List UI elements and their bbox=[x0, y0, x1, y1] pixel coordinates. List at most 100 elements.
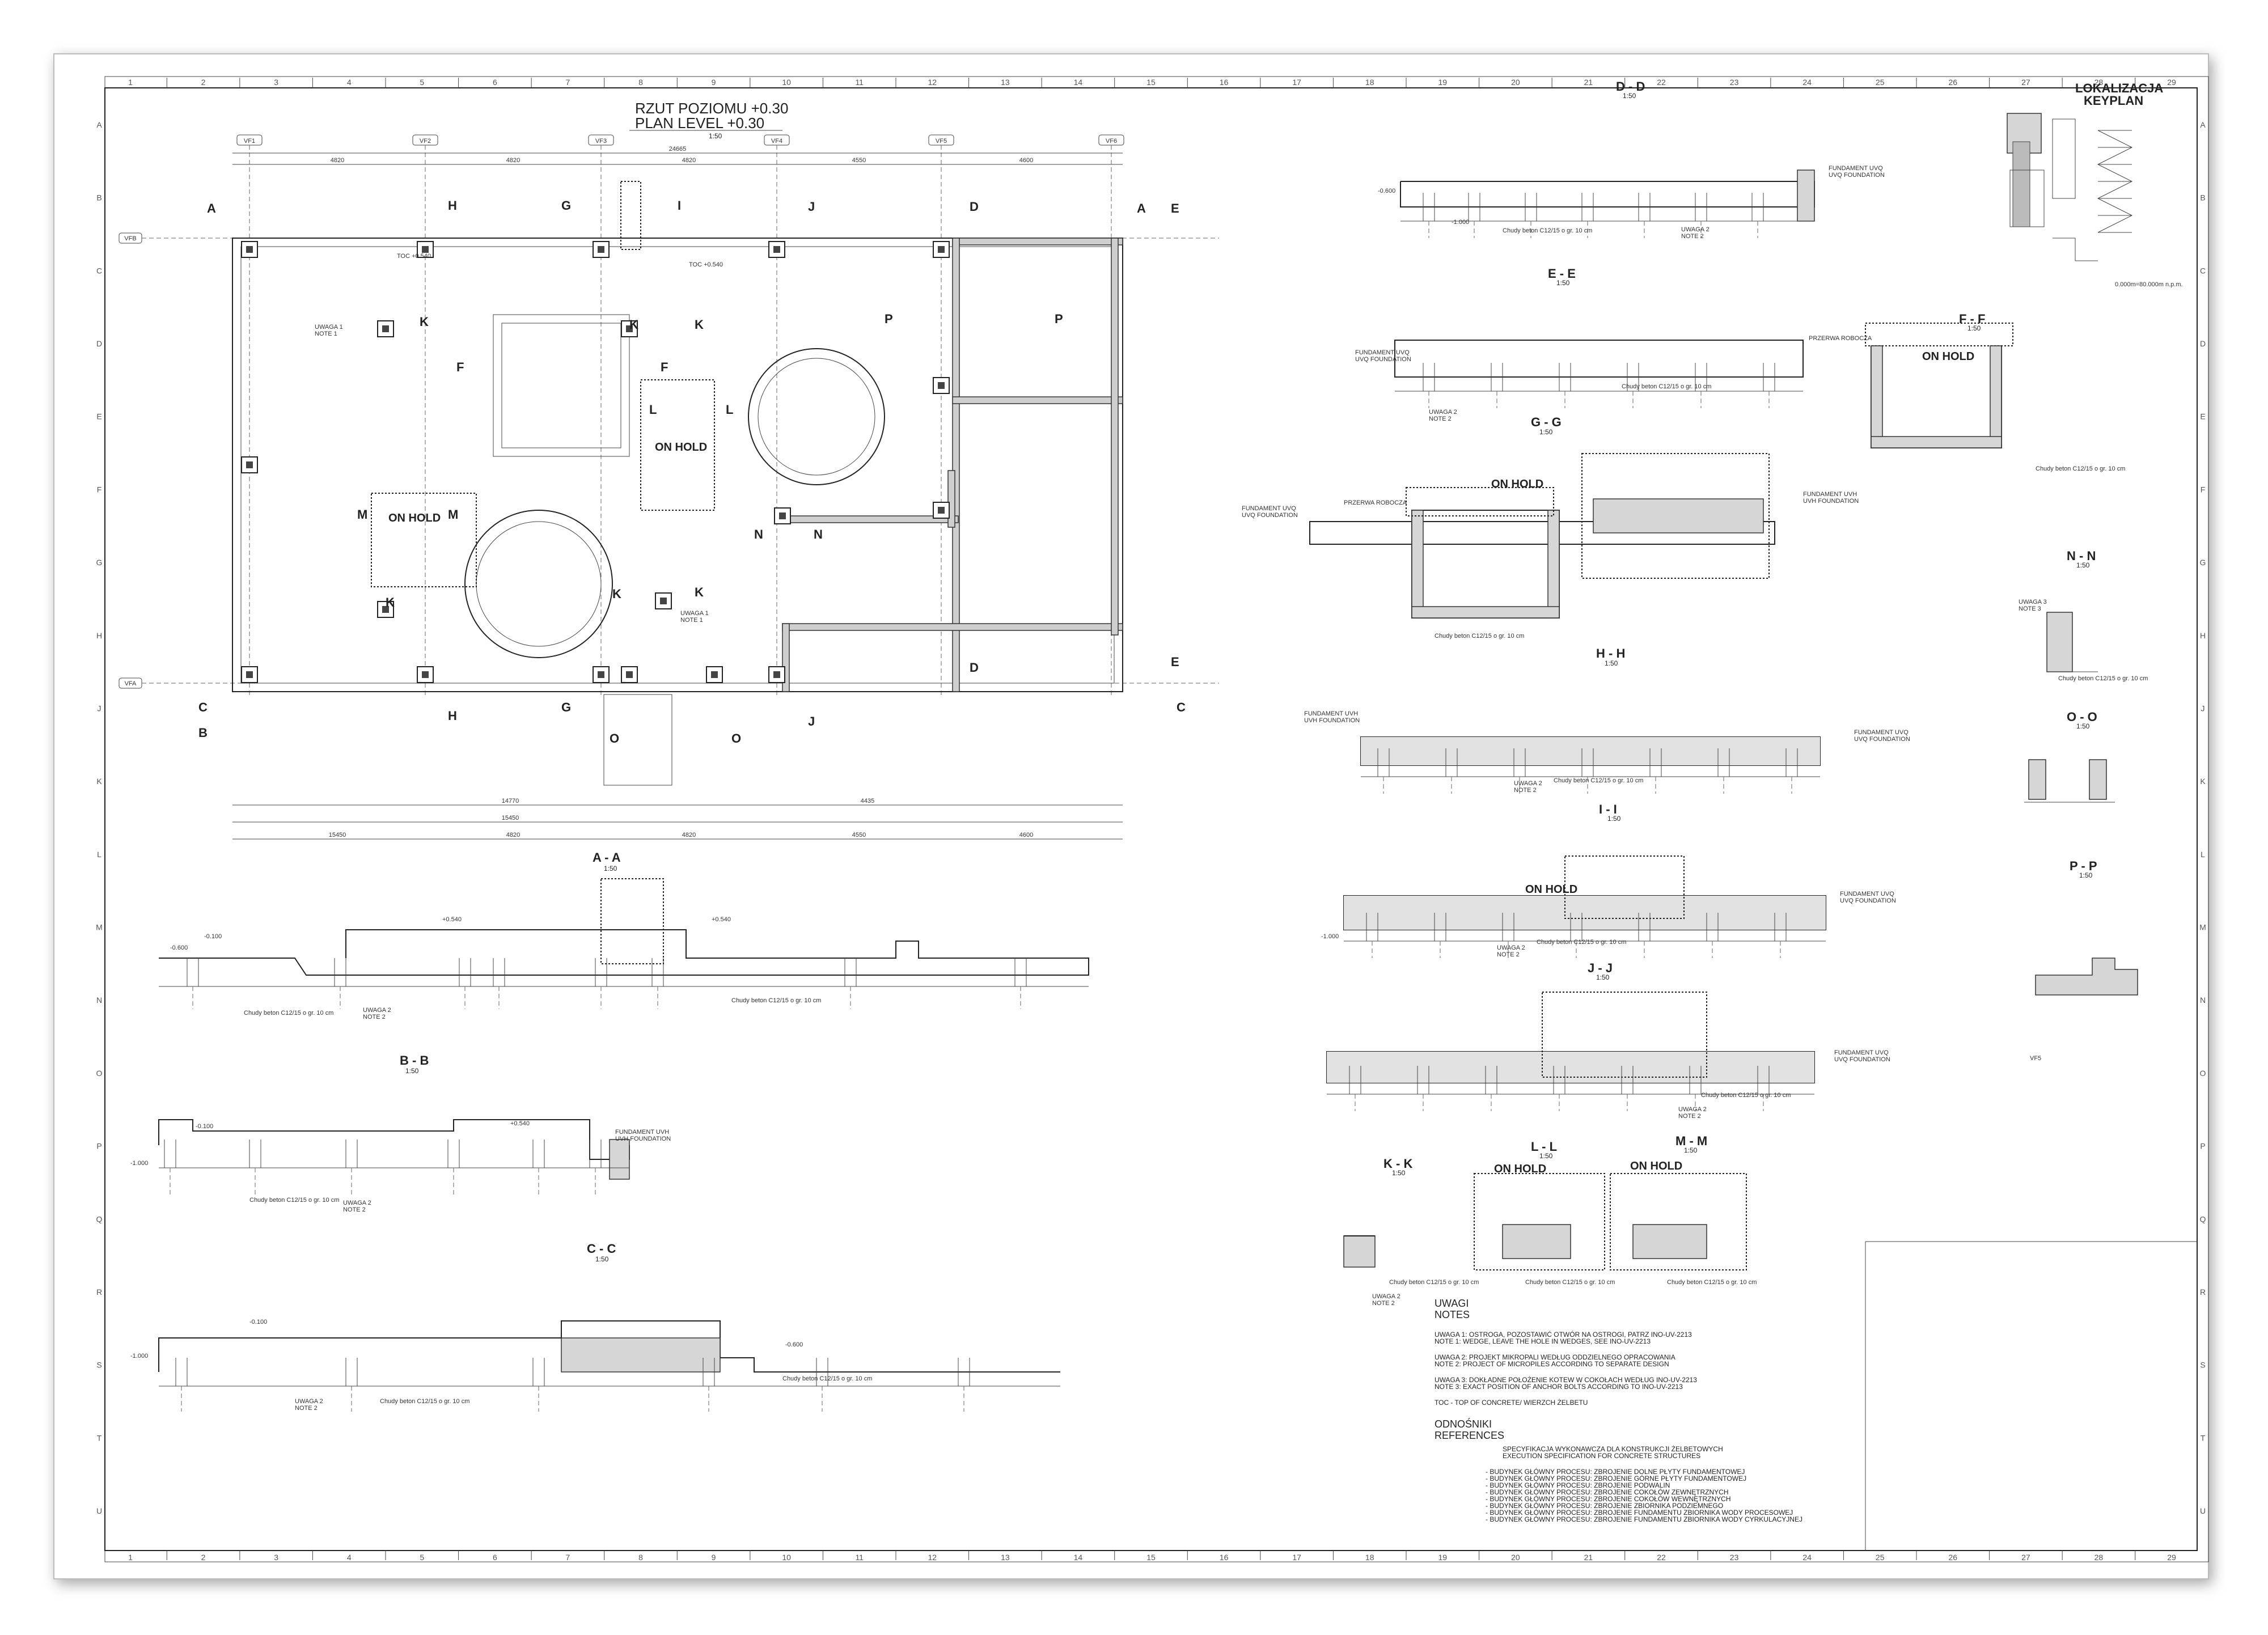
grid-col-label: 11 bbox=[855, 1553, 864, 1562]
reference-line: - BUDYNEK GŁÓWNY PROCESU: ZBROJENIE COKO… bbox=[1486, 1494, 1730, 1503]
grid-col-label: 7 bbox=[566, 1553, 570, 1562]
grid-col-label: 11 bbox=[855, 78, 864, 87]
svg-text:-1.000: -1.000 bbox=[130, 1353, 148, 1359]
keyplan: LOKALIZACJA KEYPLAN 0.000m=80.000m n.p.m… bbox=[2007, 81, 2183, 288]
svg-text:C - C: C - C bbox=[587, 1242, 616, 1256]
svg-text:UWAGA 2: UWAGA 2 bbox=[295, 1398, 323, 1405]
svg-text:1:50: 1:50 bbox=[2076, 722, 2090, 730]
grid-col-label: 14 bbox=[1074, 1553, 1083, 1562]
svg-text:UWAGA 2: UWAGA 2 bbox=[1678, 1106, 1707, 1113]
grid-col-label: 5 bbox=[420, 1553, 424, 1562]
pedestal bbox=[593, 241, 610, 258]
grid-col-label: 25 bbox=[1876, 78, 1885, 87]
svg-text:FUNDAMENT UVH: FUNDAMENT UVH bbox=[1304, 710, 1358, 717]
svg-text:FUNDAMENT UVQ: FUNDAMENT UVQ bbox=[1355, 349, 1410, 356]
dimension-text: 4820 bbox=[506, 832, 520, 838]
section-mark: K bbox=[695, 585, 704, 599]
svg-text:-1.000: -1.000 bbox=[130, 1160, 148, 1167]
grid-col-label: 19 bbox=[1438, 78, 1447, 87]
svg-text:ON HOLD: ON HOLD bbox=[1494, 1163, 1546, 1175]
section-mark: N bbox=[814, 527, 823, 541]
svg-text:-1.000: -1.000 bbox=[1452, 219, 1469, 226]
grid-col-label: 15 bbox=[1146, 1553, 1156, 1562]
grid-col-label: 25 bbox=[1876, 1553, 1885, 1562]
svg-text:+0.540: +0.540 bbox=[442, 916, 462, 923]
svg-text:NOTE 2: NOTE 2 bbox=[1429, 416, 1452, 422]
section-aa: A - A 1:50 -0.600 -0.100 +0.540 +0.540 C… bbox=[159, 850, 1089, 1020]
svg-text:NOTE 2: NOTE 2 bbox=[343, 1206, 366, 1213]
section-nn: N - N 1:50 Chudy beton C12/15 o gr. 10 c… bbox=[2019, 549, 2148, 682]
svg-text:UVH FOUNDATION: UVH FOUNDATION bbox=[1304, 717, 1360, 724]
pedestal bbox=[706, 666, 723, 683]
note-line: NOTE 3: EXACT POSITION OF ANCHOR BOLTS A… bbox=[1435, 1383, 1683, 1391]
grid-col-label: 24 bbox=[1802, 1553, 1812, 1562]
svg-text:1:50: 1:50 bbox=[405, 1067, 419, 1075]
svg-text:K - K: K - K bbox=[1383, 1157, 1412, 1171]
grid-col-label: 20 bbox=[1511, 1553, 1520, 1562]
section-pp: P - P 1:50 VF5 bbox=[2030, 859, 2138, 1062]
section-mark: H bbox=[448, 198, 457, 213]
pedestal bbox=[933, 502, 950, 519]
svg-text:FUNDAMENT UVQ: FUNDAMENT UVQ bbox=[1829, 165, 1883, 172]
svg-text:1:50: 1:50 bbox=[1556, 279, 1570, 287]
svg-text:REFERENCES: REFERENCES bbox=[1435, 1430, 1504, 1441]
grid-row-label: P bbox=[2200, 1142, 2205, 1151]
dimension-text: 15450 bbox=[329, 832, 346, 838]
reference-line: - BUDYNEK GŁÓWNY PROCESU: ZBROJENIE COKO… bbox=[1486, 1488, 1728, 1496]
grid-col-label: 10 bbox=[782, 1553, 791, 1562]
section-mark: L bbox=[649, 403, 657, 417]
reference-line: SPECYFIKACJA WYKONAWCZA DLA KONSTRUKCJI … bbox=[1503, 1445, 1723, 1453]
grid-col-label: 16 bbox=[1220, 78, 1229, 87]
svg-text:ODNOŚNIKI: ODNOŚNIKI bbox=[1435, 1418, 1492, 1430]
svg-text:NOTE 3: NOTE 3 bbox=[2019, 605, 2041, 612]
svg-text:Chudy beton C12/15 o gr. 10 cm: Chudy beton C12/15 o gr. 10 cm bbox=[2058, 675, 2148, 682]
section-mark: P bbox=[1055, 312, 1063, 326]
section-jj: J - J 1:50 FUNDAMENT UVQ UVQ FOUNDATION … bbox=[1326, 961, 1890, 1120]
svg-text:Chudy beton C12/15 o gr. 10 cm: Chudy beton C12/15 o gr. 10 cm bbox=[1667, 1279, 1757, 1286]
note-line: UWAGA 3: DOKŁADNE POŁOŻENIE KOTEW W COKO… bbox=[1435, 1376, 1697, 1384]
grid-col-label: 6 bbox=[493, 1553, 497, 1562]
svg-text:-0.600: -0.600 bbox=[1378, 188, 1395, 194]
grid-col-label: 10 bbox=[782, 78, 791, 87]
svg-text:TOC +0.540: TOC +0.540 bbox=[397, 253, 431, 260]
note-line: UWAGA 2: PROJEKT MIKROPALI WEDŁUG ODDZIE… bbox=[1435, 1353, 1675, 1361]
dimension-text: 4820 bbox=[506, 157, 520, 164]
grid-row-label: Q bbox=[2200, 1214, 2206, 1223]
svg-text:N - N: N - N bbox=[2067, 549, 2096, 563]
grid-row-label: F bbox=[2201, 485, 2206, 494]
svg-text:Chudy beton C12/15 o gr. 10 cm: Chudy beton C12/15 o gr. 10 cm bbox=[1435, 633, 1524, 639]
svg-text:+0.540: +0.540 bbox=[510, 1120, 530, 1127]
svg-text:PRZERWA ROBOCZA: PRZERWA ROBOCZA bbox=[1344, 499, 1407, 506]
section-mark: N bbox=[754, 527, 763, 541]
note-line: NOTE 1: WEDGE, LEAVE THE HOLE IN WEDGES,… bbox=[1435, 1337, 1651, 1345]
svg-text:UWAGA 2: UWAGA 2 bbox=[363, 1007, 391, 1014]
svg-text:ON HOLD: ON HOLD bbox=[1525, 883, 1577, 896]
svg-text:LOKALIZACJA: LOKALIZACJA bbox=[2075, 81, 2163, 95]
grid-col-label: 17 bbox=[1292, 78, 1301, 87]
grid-row-label: J bbox=[98, 704, 101, 713]
svg-text:UVQ FOUNDATION: UVQ FOUNDATION bbox=[1834, 1056, 1890, 1063]
svg-text:H - H: H - H bbox=[1596, 646, 1625, 660]
svg-text:FUNDAMENT UVQ: FUNDAMENT UVQ bbox=[1242, 505, 1296, 512]
section-mark: C bbox=[198, 700, 208, 714]
svg-text:Chudy beton C12/15 o gr. 10 cm: Chudy beton C12/15 o gr. 10 cm bbox=[1554, 777, 1643, 784]
svg-text:NOTE 1: NOTE 1 bbox=[680, 617, 703, 624]
svg-text:NOTE 1: NOTE 1 bbox=[315, 331, 337, 337]
section-gg: G - G 1:50 ON HOLD FUNDAMENT UVQ UVQ FOU… bbox=[1242, 415, 1859, 639]
plan-scale: 1:50 bbox=[709, 132, 722, 140]
dimension-text: 15450 bbox=[502, 815, 519, 821]
grid-row-label: T bbox=[97, 1433, 102, 1442]
grid-col-label: 13 bbox=[1001, 1553, 1010, 1562]
svg-text:Chudy beton C12/15 o gr. 10 cm: Chudy beton C12/15 o gr. 10 cm bbox=[249, 1197, 339, 1204]
axis-label: VF2 bbox=[420, 138, 431, 145]
svg-text:KEYPLAN: KEYPLAN bbox=[2084, 94, 2143, 108]
section-mark: H bbox=[448, 709, 457, 723]
grid-row-label: T bbox=[2201, 1433, 2206, 1442]
svg-text:1:50: 1:50 bbox=[1539, 1152, 1553, 1160]
tank-ring-lower bbox=[464, 510, 613, 658]
section-mark: K bbox=[386, 595, 395, 609]
svg-text:TOC +0.540: TOC +0.540 bbox=[689, 261, 723, 268]
grid-col-label: 5 bbox=[420, 78, 424, 87]
grid-row-label: G bbox=[2200, 558, 2206, 567]
dimension-text: 4550 bbox=[852, 832, 866, 838]
